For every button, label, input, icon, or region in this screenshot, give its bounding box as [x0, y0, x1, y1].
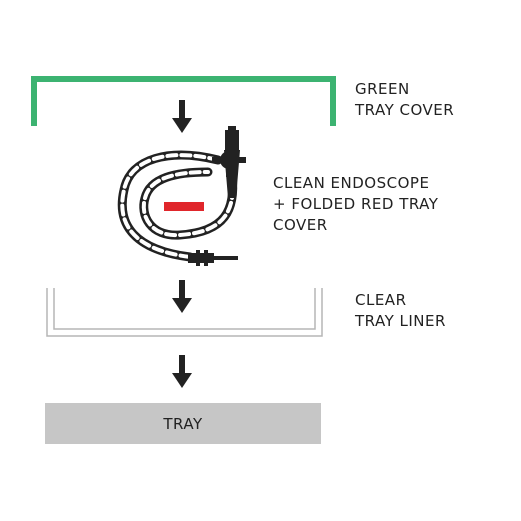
down-arrow-icon	[172, 280, 192, 313]
green-tray-cover-label: GREEN TRAY COVER	[355, 80, 455, 119]
folded-red-tray-cover	[164, 202, 204, 211]
endoscope-label: CLEAN ENDOSCOPE + FOLDED RED TRAY COVER	[273, 174, 439, 234]
down-arrow-icon	[172, 355, 192, 388]
clear-tray-liner-label: CLEAR TRAY LINER	[355, 291, 446, 330]
down-arrow-icon	[172, 100, 192, 133]
tray: TRAY	[45, 403, 321, 444]
tray-label: TRAY	[163, 414, 203, 433]
